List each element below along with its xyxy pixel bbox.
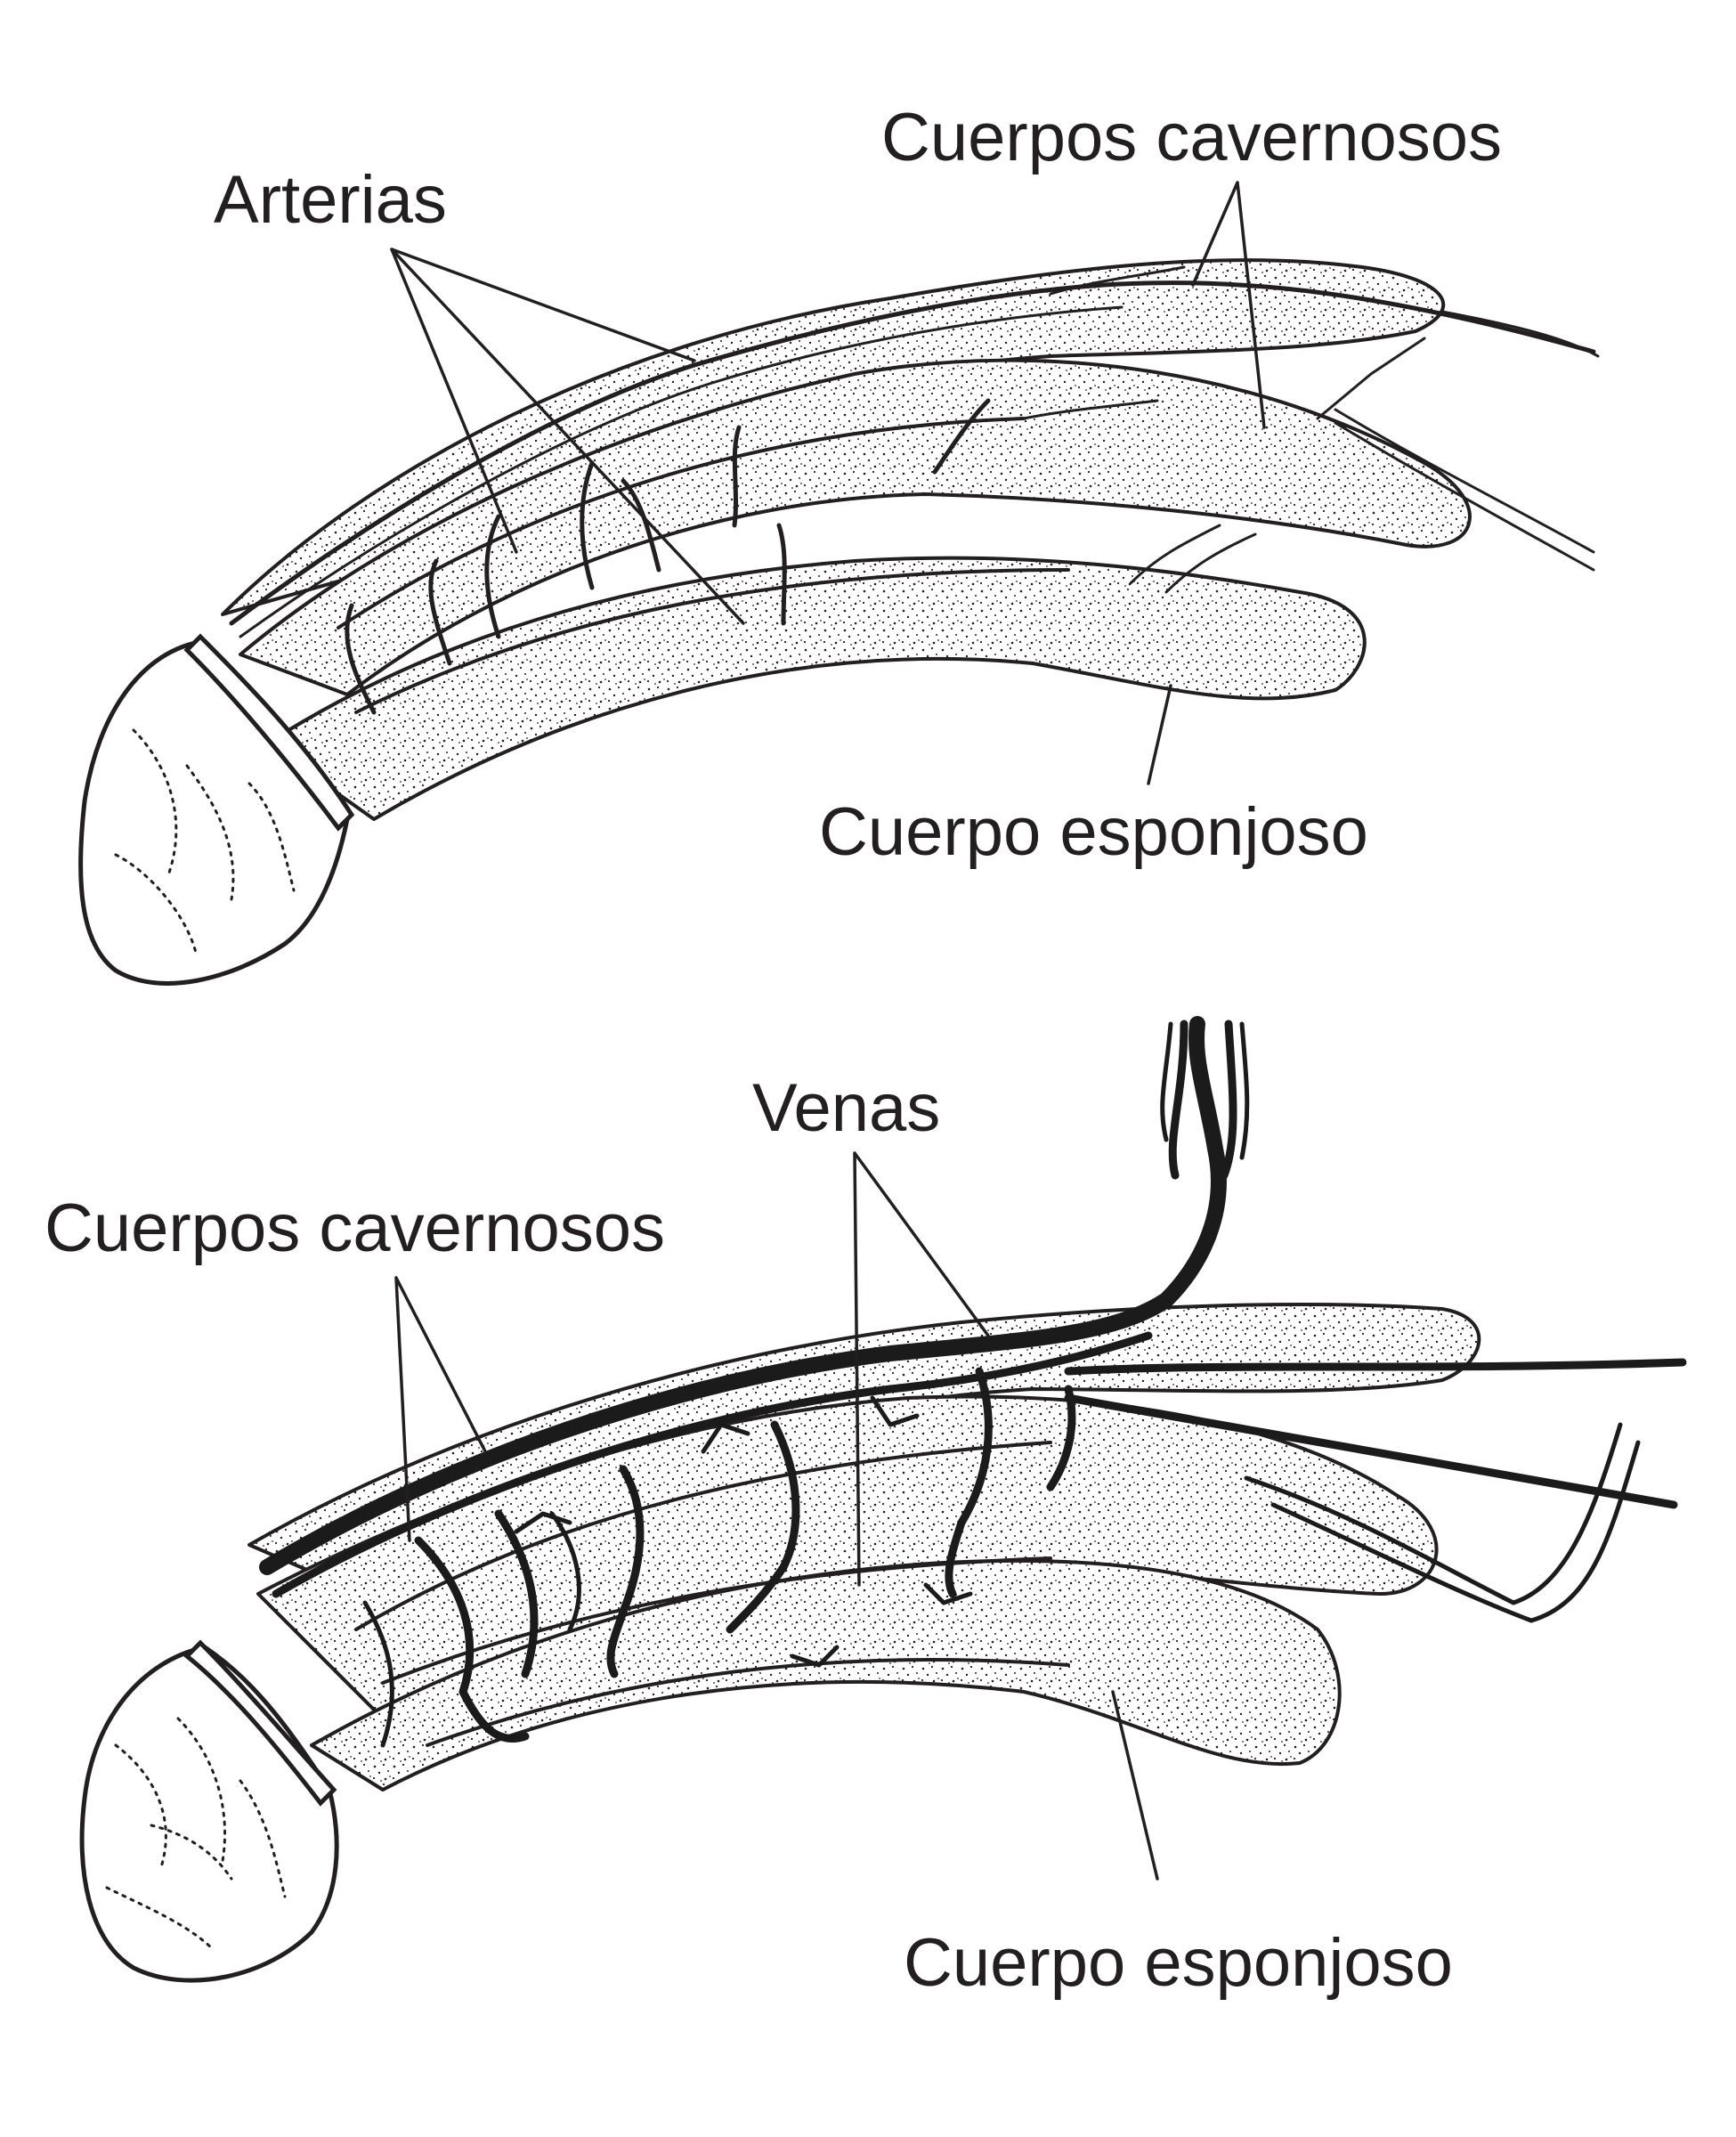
top-cavernosa-leader: [1191, 181, 1266, 429]
top-arteries-label: Arterias: [214, 162, 447, 238]
bottom-cavernosa-leader: [394, 1276, 487, 1542]
top-lower-corpus-cavernosum: [239, 358, 1472, 696]
top-spongiosum-label: Cuerpo esponjoso: [819, 794, 1368, 870]
top-spongiosum-leader: [1147, 684, 1172, 785]
top-figure: Arterias Cuerpos cavernosos Cuerpo espon…: [78, 100, 1600, 986]
bottom-glans-band: [183, 1639, 337, 1807]
top-dorsal-artery: [229, 280, 1596, 626]
bottom-deep-dorsal-vein[interactable]: [259, 1016, 1227, 1575]
top-arteries-leader: [390, 248, 745, 625]
bottom-spongiosum-leader: [1111, 1690, 1159, 1881]
top-cavernosa-label: Cuerpos cavernosos: [881, 100, 1502, 175]
top-glans: [78, 638, 350, 986]
bottom-veins-leader: [853, 1151, 990, 1587]
bottom-veins-label: Venas: [752, 1070, 940, 1146]
bottom-glans: [79, 1645, 339, 1983]
bottom-spongiosum-label: Cuerpo esponjoso: [904, 1925, 1453, 2001]
bottom-cavernosa-label: Cuerpos cavernosos: [45, 1190, 665, 1266]
bottom-figure: Venas Cuerpos cavernosos Cuerpo esponjos…: [45, 1016, 1687, 2001]
top-corpus-spongiosum: [265, 556, 1367, 821]
top-glans-band: [183, 633, 355, 832]
